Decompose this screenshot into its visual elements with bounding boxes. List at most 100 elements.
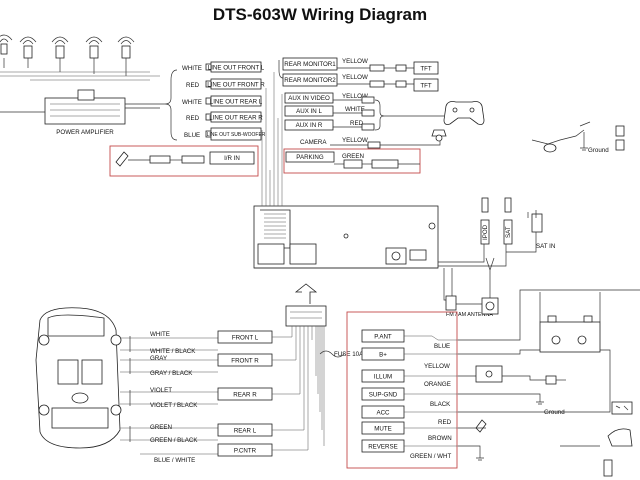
gear-shifter-icon: [603, 401, 633, 477]
speaker-icon: [0, 34, 13, 55]
wire-color-label: GREEN: [150, 424, 172, 431]
sat-in-label: SAT IN: [536, 243, 555, 250]
power-color: GREEN / WHT: [410, 453, 451, 460]
wire-color-label: BLUE / WHITE: [154, 457, 195, 464]
fuse: FUSE 10A: [319, 350, 364, 358]
rear-monitor-color: YELLOW: [342, 74, 368, 81]
ipod-label: IPOD: [482, 224, 489, 240]
antenna-icon: [481, 257, 499, 315]
wire-color-label: GREEN / BLACK: [150, 437, 198, 444]
monitor-device-label: TFT: [420, 83, 432, 90]
power-row: B+ YELLOW: [361, 347, 458, 370]
diagram-title: DTS-603W Wiring Diagram: [213, 5, 427, 24]
line-out-row: WHITE LINE OUT FRONT L: [182, 61, 265, 73]
power-amplifier-label: POWER AMPLIFIER: [56, 129, 114, 136]
aux-row: AUX IN L WHITE: [284, 105, 375, 117]
line-out-row: RED LINE OUT FRONT R: [186, 78, 265, 90]
rear-monitor-row: REAR MONITOR1 YELLOW TFT: [282, 57, 439, 75]
ir-in-label: I/R IN: [224, 155, 240, 162]
power-label: B+: [379, 352, 387, 359]
head-unit: [253, 205, 439, 269]
aux-color: RED: [350, 120, 364, 127]
aux-row: AUX IN R RED: [284, 119, 375, 131]
battery-circuit: [458, 289, 640, 355]
power-label: P.ANT: [374, 334, 392, 341]
line-out-color: WHITE: [182, 99, 202, 106]
speaker-channel-label: FRONT R: [231, 358, 259, 365]
line-out-label: LINE OUT FRONT R: [207, 82, 265, 89]
power-label: ACC: [376, 410, 390, 417]
pcntr-label: P.CNTR: [234, 448, 257, 455]
lamp-icon: [545, 375, 566, 385]
camera-icon: [431, 129, 447, 142]
speaker-row-front-r: GRAY GRAY / BLACK FRONT R: [150, 353, 273, 377]
line-out-label: LINE OUT FRONT L: [208, 65, 265, 72]
aux-color: YELLOW: [342, 93, 368, 100]
speaker-icon: [85, 36, 103, 59]
pcntr-row: BLUE / WHITE P.CNTR: [154, 443, 273, 464]
antenna-label: FM / AM ANTENNA: [446, 312, 493, 318]
power-row: ACC RED: [361, 405, 458, 426]
av-connectors: REAR MONITOR1 YELLOW TFT REAR MONITOR2 Y…: [278, 57, 441, 149]
power-color: BROWN: [428, 435, 452, 442]
mute-phone-icon: [475, 419, 487, 433]
speaker-wires: [120, 336, 218, 455]
ipod-connector: IPOD: [480, 197, 490, 245]
power-color: YELLOW: [424, 363, 450, 370]
line-out-connectors: WHITE LINE OUT FRONT L RED LINE OUT FRON…: [182, 61, 266, 141]
wire-color-label: VIOLET: [150, 387, 172, 394]
line-out-label: LINE OUT REAR L: [210, 99, 263, 106]
power-row: P.ANT BLUE: [361, 329, 458, 350]
antenna-connector: FM / AM ANTENNA: [443, 268, 493, 318]
sat-in-connector: SAT IN: [527, 210, 555, 250]
power-color: BLACK: [430, 401, 451, 408]
line-out-label: LINE OUT REAR R: [209, 115, 263, 122]
parking-row: PARKING GREEN: [285, 151, 420, 169]
speaker-channel-label: REAR L: [234, 428, 257, 435]
ground-label: Ground: [544, 409, 565, 416]
ir-in-highlight: [109, 145, 259, 177]
wire-color-label: WHITE: [150, 331, 170, 338]
ground-label: Ground: [588, 147, 609, 154]
speaker-row-rear-r: VIOLET VIOLET / BLACK REAR R: [150, 387, 273, 409]
ir-in-connector: I/R IN: [115, 151, 255, 167]
parking-label: PARKING: [296, 154, 324, 161]
line-out-label: LINE OUT SUB-WOOFER: [207, 132, 266, 138]
line-out-row: WHITE LINE OUT REAR L: [182, 95, 263, 107]
main-harness: [272, 283, 327, 451]
aux-label: AUX IN VIDEO: [288, 95, 330, 102]
power-connectors: P.ANT BLUE B+ YELLOW ILLUM ORANGE SUP-GN…: [361, 329, 458, 460]
power-label: SUP-GND: [369, 392, 398, 399]
rear-monitor-row: REAR MONITOR2 YELLOW TFT: [282, 73, 439, 92]
ground-icon: [476, 457, 484, 461]
power-row: MUTE BROWN: [361, 421, 458, 442]
light-switch-icon: [475, 365, 503, 383]
monitor-device-label: TFT: [420, 66, 432, 73]
power-label: ILLUM: [374, 374, 392, 381]
ground-icon: [536, 401, 544, 405]
power-row: REVERSE GREEN / WHT: [361, 439, 458, 460]
wire-color-label: GRAY / BLACK: [150, 370, 193, 377]
power-row: ILLUM ORANGE: [361, 369, 458, 388]
camera-color: YELLOW: [342, 137, 368, 144]
car-icon: [35, 307, 122, 449]
rear-monitor-label: REAR MONITOR1: [284, 61, 336, 68]
fuse-label: FUSE 10A: [334, 351, 364, 358]
handbrake-icon: [531, 121, 625, 153]
sat-label: SAT: [505, 226, 512, 238]
speaker-icon: [19, 36, 37, 59]
power-color: BLUE: [434, 343, 450, 350]
line-out-color: BLUE: [184, 132, 200, 139]
speaker-channel-label: REAR R: [233, 392, 257, 399]
power-highlight: [346, 311, 458, 469]
wire-color-label: GRAY: [150, 355, 167, 362]
line-out-row: RED LINE OUT REAR R: [186, 111, 263, 123]
camera-label: CAMERA: [300, 139, 327, 146]
line-out-color: WHITE: [182, 65, 202, 72]
ground-icon: [580, 147, 588, 151]
speaker-icon: [51, 36, 69, 59]
power-label: REVERSE: [368, 444, 398, 451]
camera-row: CAMERA YELLOW: [300, 132, 441, 149]
wire-color-label: VIOLET / BLACK: [150, 402, 198, 409]
